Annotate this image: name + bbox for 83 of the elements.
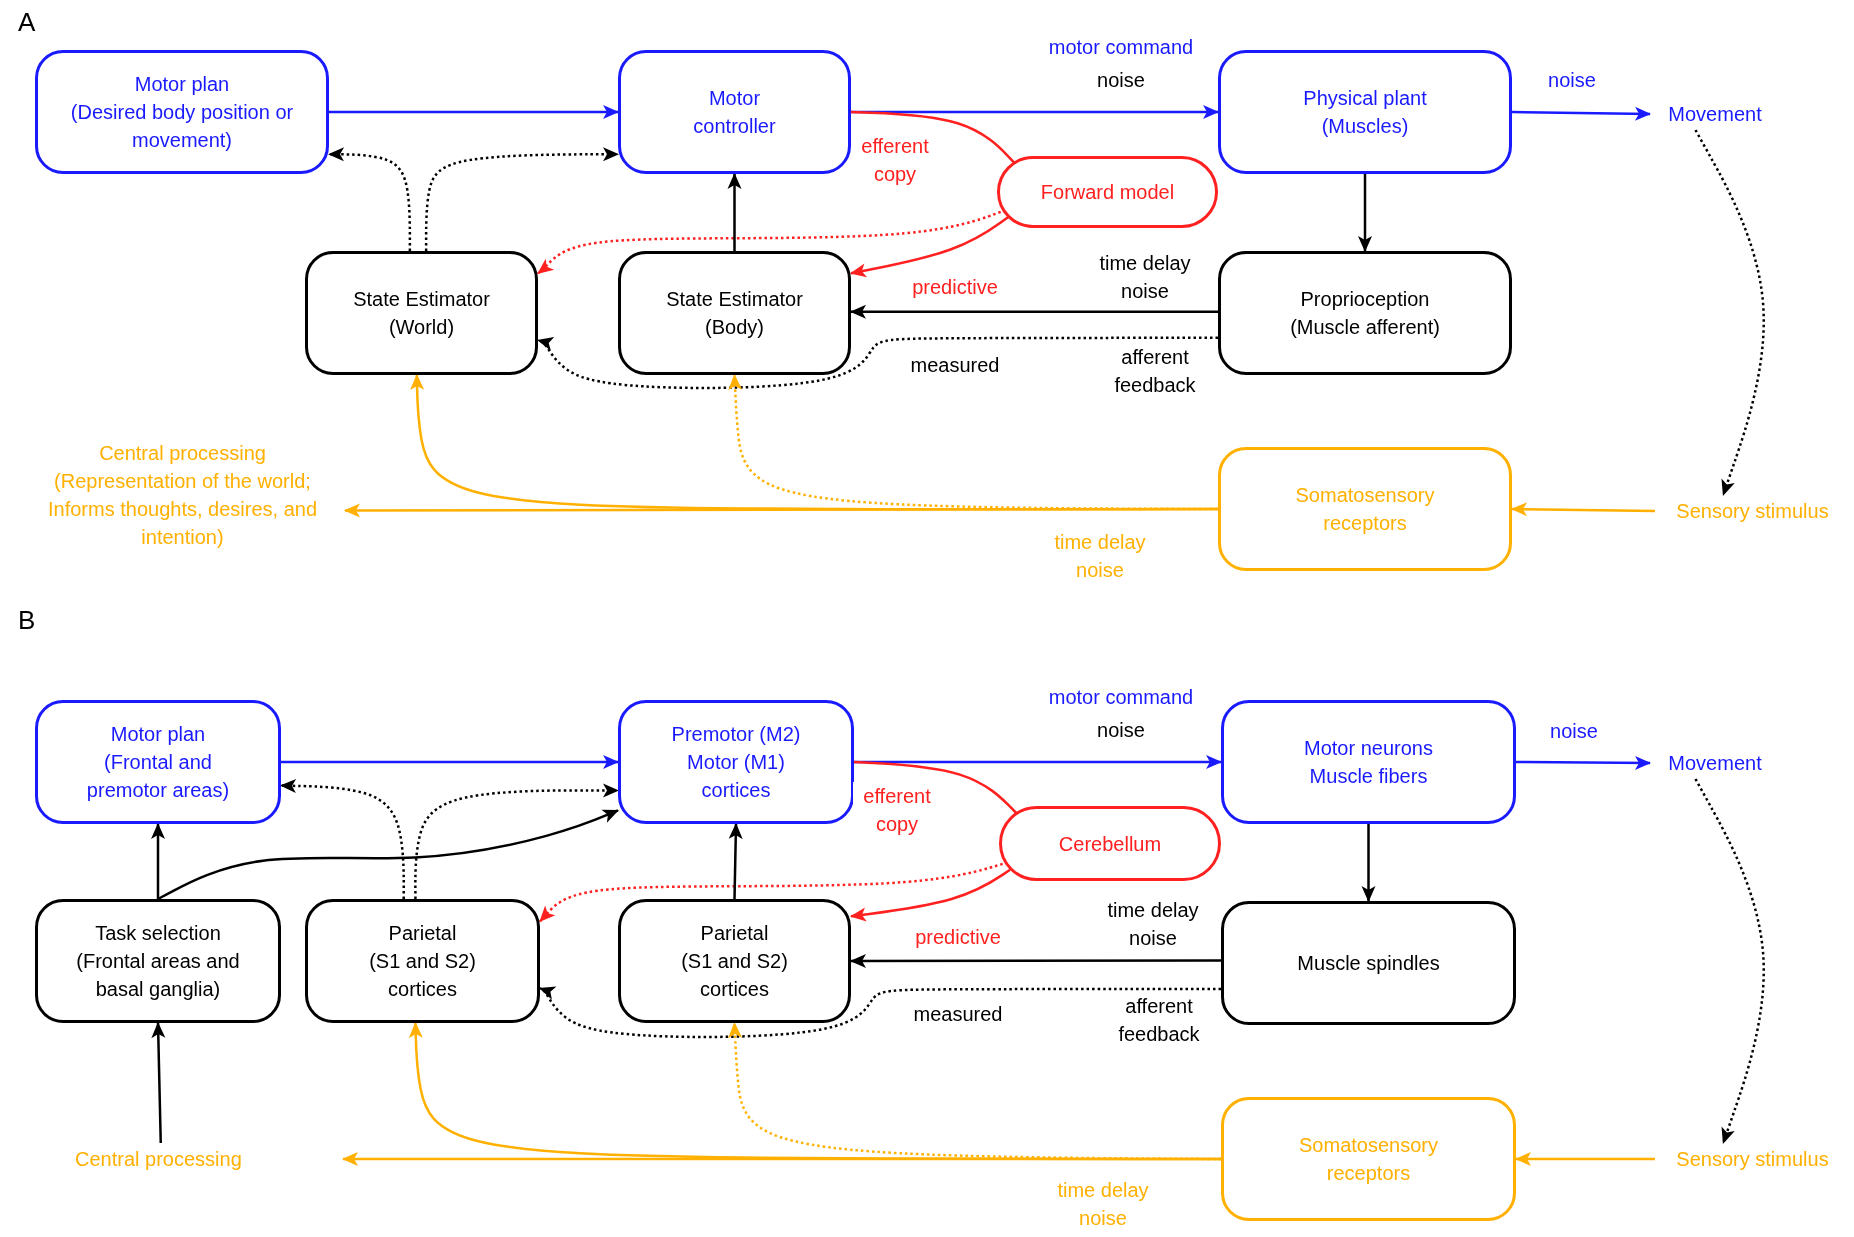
- box-label: Motor plan: [110, 722, 206, 747]
- dotted-arrow: [280, 778, 405, 899]
- dotted-arrow: [537, 336, 1218, 390]
- box-label: Parietal: [700, 921, 769, 946]
- arrow: [850, 954, 1221, 968]
- process-box: [618, 899, 851, 1023]
- arrow: [157, 809, 619, 901]
- process-box: [618, 251, 851, 375]
- dotted-arrow: [328, 147, 412, 251]
- process-box: [305, 251, 538, 375]
- arrow: [1511, 502, 1655, 517]
- arrow: [1515, 1152, 1655, 1166]
- box-label: Task selection: [95, 921, 221, 946]
- box-label: Muscle spindles: [1297, 951, 1440, 976]
- arrow: [1361, 824, 1376, 902]
- process-box: [1221, 1097, 1516, 1221]
- box-label: State Estimator: [353, 287, 490, 312]
- box-label: Cerebellum: [1058, 831, 1162, 857]
- box-label: Proprioception: [1300, 287, 1430, 312]
- flow-text: Central processing: [99, 441, 266, 466]
- flow-text: Central processing: [75, 1147, 242, 1172]
- arrow: [410, 374, 1218, 511]
- box-label: Somatosensory receptors: [1298, 1133, 1439, 1186]
- arrow: [728, 823, 743, 900]
- box-label: (World): [388, 315, 455, 340]
- arrow: [329, 105, 619, 119]
- box-label: (S1 and S2) cortices: [368, 949, 477, 1002]
- flow-text: Movement: [1668, 751, 1762, 776]
- box-label: (Muscles): [1321, 114, 1409, 139]
- dotted-arrow: [539, 986, 1221, 1039]
- panel-label: A: [18, 6, 36, 39]
- arrow: [1512, 106, 1651, 121]
- process-box: [1221, 901, 1516, 1025]
- flow-text: (Representation of the world; Informs thoughts, desires, and intention): [46, 469, 318, 550]
- arrow: [727, 173, 742, 251]
- arrow: [850, 216, 1009, 278]
- model-pill: [997, 156, 1218, 228]
- box-label: Motor controller: [692, 86, 777, 139]
- arrow: [850, 868, 1011, 922]
- connector-line: [850, 110, 1016, 165]
- model-pill: [999, 806, 1221, 881]
- process-box: [35, 899, 281, 1023]
- arrow: [151, 1022, 166, 1144]
- process-box: [305, 899, 540, 1023]
- box-label: Physical plant: [1303, 86, 1427, 111]
- process-box: [1221, 700, 1516, 824]
- dotted-arrow: [414, 783, 619, 899]
- flow-text: Movement: [1668, 102, 1762, 127]
- box-label: Forward model: [1040, 180, 1175, 205]
- process-box: [35, 700, 281, 824]
- process-box: [1218, 447, 1512, 571]
- box-label: (Body): [705, 315, 764, 340]
- arrow: [850, 304, 1218, 319]
- box-label: (Frontal and premotor areas): [85, 750, 231, 803]
- box-label: State Estimator: [666, 287, 803, 312]
- process-box: [35, 50, 329, 174]
- box-label: (Desired body position or movement): [69, 100, 295, 153]
- box-label: (Frontal areas and basal ganglia): [75, 949, 241, 1002]
- box-label: Premotor (M2) Motor (M1) cortices: [670, 722, 802, 803]
- flow-text: Sensory stimulus: [1676, 1147, 1829, 1172]
- process-box: [1218, 251, 1512, 375]
- flow-text: Sensory stimulus: [1676, 499, 1829, 524]
- process-box: [618, 700, 854, 824]
- arrow: [1358, 174, 1372, 252]
- arrow: [281, 755, 619, 769]
- dotted-arrow: [1694, 129, 1765, 496]
- dotted-arrow: [1694, 778, 1765, 1144]
- box-label: Parietal: [388, 921, 457, 946]
- dotted-arrow: [728, 374, 1218, 511]
- dotted-arrow: [728, 1022, 1221, 1161]
- box-label: Motor neurons Muscle fibers: [1303, 736, 1434, 789]
- dotted-arrow: [424, 147, 619, 251]
- box-label: Motor plan: [134, 72, 230, 97]
- box-label: (Muscle afferent): [1290, 315, 1440, 340]
- box-label: Somatosensory receptors: [1294, 483, 1436, 536]
- arrow: [408, 1022, 1221, 1161]
- process-box: [1218, 50, 1512, 174]
- panel-label: B: [18, 604, 36, 637]
- arrow: [1516, 755, 1651, 770]
- box-label: (S1 and S2) cortices: [680, 949, 789, 1002]
- arrow: [151, 823, 165, 899]
- process-box: [618, 50, 851, 174]
- connector-line: [853, 760, 1018, 815]
